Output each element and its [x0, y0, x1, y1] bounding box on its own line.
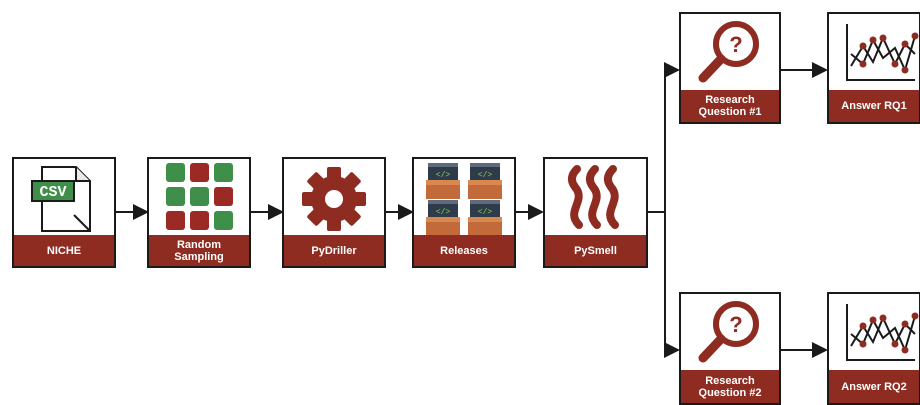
magnifier-question-icon: ? [698, 301, 759, 363]
node-pysmell: PySmell [543, 157, 648, 268]
magnifier-question-icon: ? [698, 21, 759, 83]
node-answer-rq2-label: Answer RQ2 [829, 370, 919, 403]
node-releases-label: Releases [414, 235, 514, 266]
node-releases: </> </> </> </> [412, 157, 516, 268]
node-answer-rq1-label: Answer RQ1 [829, 90, 919, 122]
svg-text:</>: </> [478, 171, 493, 180]
node-answer-rq2: Answer RQ2 [827, 292, 920, 405]
node-pydriller-label: PyDriller [284, 235, 384, 266]
svg-text:</>: </> [478, 208, 493, 217]
branch-split [648, 70, 666, 350]
line-chart-icon [846, 304, 919, 361]
svg-text:?: ? [729, 312, 742, 337]
node-random-sampling-label: Random Sampling [149, 235, 249, 266]
node-research-question-2-label: Research Question #2 [681, 370, 779, 403]
csv-file-icon: CSV [31, 166, 91, 232]
node-pysmell-label: PySmell [545, 235, 646, 266]
line-chart-icon [846, 24, 919, 81]
node-random-sampling: Random Sampling [147, 157, 251, 268]
node-niche: CSV NICHE [12, 157, 116, 268]
svg-text:</>: </> [436, 208, 451, 217]
svg-text:CSV: CSV [39, 184, 66, 201]
svg-text:?: ? [729, 32, 742, 57]
smell-waves-icon [567, 165, 619, 229]
node-answer-rq1: Answer RQ1 [827, 12, 920, 124]
node-research-question-2: ? Research Question #2 [679, 292, 781, 405]
node-research-question-1: ? Research Question #1 [679, 12, 781, 124]
node-research-question-1-label: Research Question #1 [681, 90, 779, 122]
gear-icon [302, 167, 366, 231]
grid-tiles-icon [166, 163, 233, 230]
node-niche-label: NICHE [14, 235, 114, 266]
code-boxes-icon: </> </> </> </> [426, 163, 502, 236]
node-pydriller: PyDriller [282, 157, 386, 268]
svg-text:</>: </> [436, 171, 451, 180]
